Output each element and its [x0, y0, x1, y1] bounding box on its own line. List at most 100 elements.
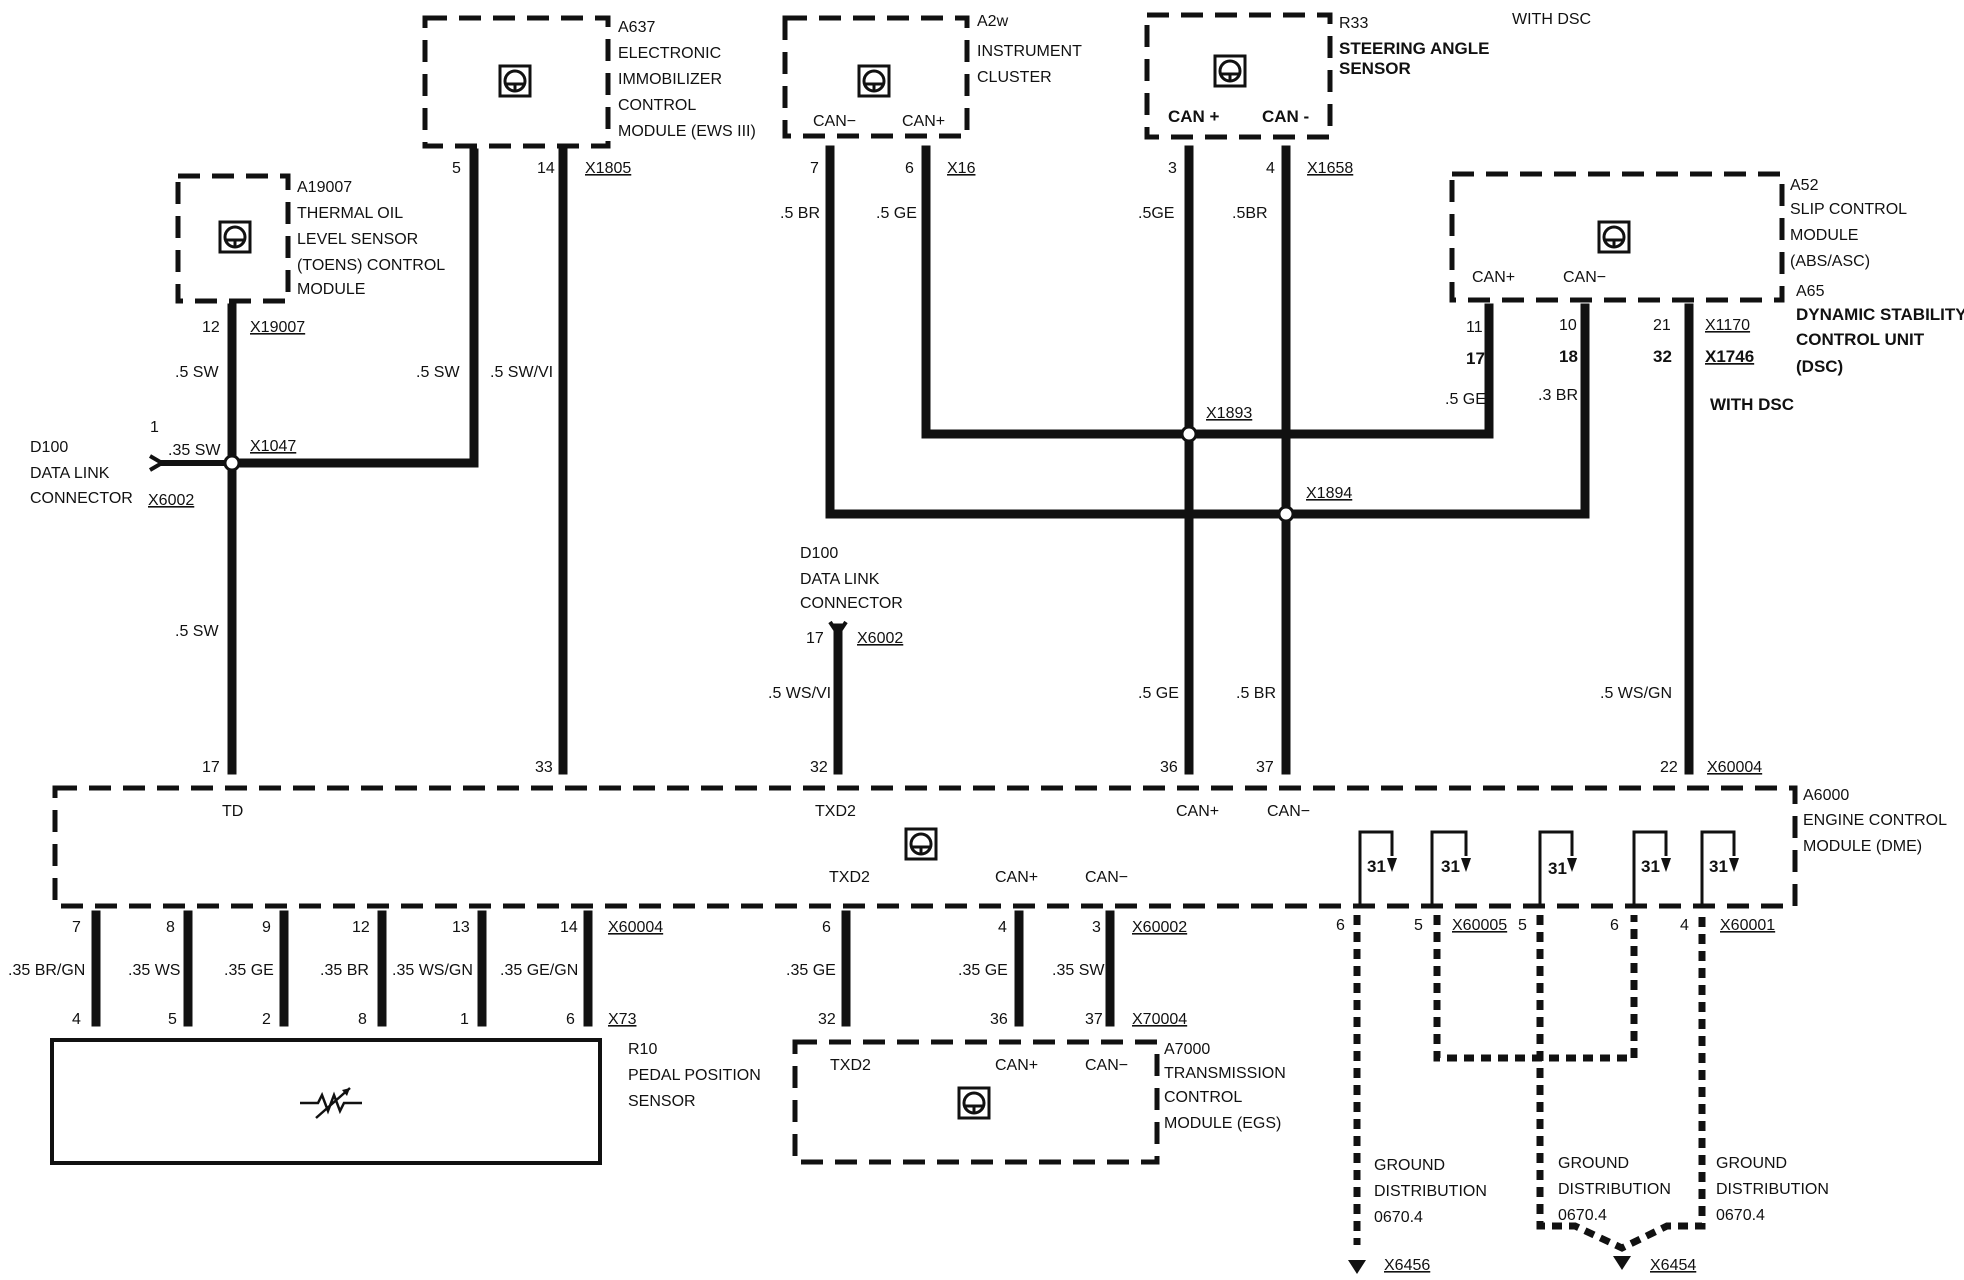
ground-pin-label: 31 — [1548, 859, 1567, 878]
can-plus-label: CAN + — [1168, 107, 1220, 126]
splice-x1894 — [1277, 505, 1295, 523]
wire-label: .5 SW — [175, 364, 219, 381]
pedal-position-sensor-box — [50, 1038, 602, 1165]
connector-label: X1805 — [585, 160, 631, 177]
connector-label: X73 — [608, 1011, 637, 1028]
a19007-line4: MODULE — [297, 281, 365, 298]
slip-control-module-box — [1449, 171, 1785, 303]
ground-stubs — [1358, 830, 1736, 905]
pin-label: 1 — [150, 419, 159, 436]
a6000-line2: MODULE (DME) — [1803, 838, 1922, 855]
pin-label: 7 — [810, 160, 819, 177]
a2w-line2: CLUSTER — [977, 69, 1052, 86]
ground-label: GROUND — [1374, 1157, 1445, 1174]
d100-line2: CONNECTOR — [800, 595, 903, 612]
pin-label: 6 — [905, 160, 914, 177]
ground-connector-label: X6454 — [1650, 1257, 1696, 1274]
pin-label: 5 — [1414, 917, 1423, 934]
a637-line2: IMMOBILIZER — [618, 71, 722, 88]
connector-label: X6002 — [857, 630, 903, 647]
a19007-line1: THERMAL OIL — [297, 205, 403, 222]
wire-label: .5 GE — [876, 205, 917, 222]
pin-label: 6 — [1610, 917, 1619, 934]
a637-line1: ELECTRONIC — [618, 45, 721, 62]
connector-label: X60002 — [1132, 919, 1187, 936]
wire-label: .5GE — [1138, 205, 1174, 222]
pin-label: 12 — [202, 319, 220, 336]
with-dsc-note: WITH DSC — [1512, 11, 1591, 28]
can-minus-label: CAN - — [1262, 107, 1309, 126]
pin-label: 2 — [262, 1011, 271, 1028]
ground-pin-label: 31 — [1367, 857, 1386, 876]
wire-label: .5 BR — [1236, 685, 1276, 702]
a6000-id: A6000 — [1803, 787, 1849, 804]
r10-line1: PEDAL POSITION — [628, 1067, 761, 1084]
pin-label: 12 — [352, 919, 370, 936]
r10-id: R10 — [628, 1041, 657, 1058]
pin-label: 36 — [990, 1011, 1008, 1028]
a19007-id: A19007 — [297, 179, 352, 196]
wire-label: .35 WS/GN — [392, 962, 473, 979]
a637-id: A637 — [618, 19, 655, 36]
dme-canminus-label: CAN− — [1085, 869, 1128, 886]
d100-line1: DATA LINK — [30, 465, 110, 482]
wire-label: .35 SW — [1052, 962, 1105, 979]
a7000-line3: MODULE (EGS) — [1164, 1115, 1281, 1132]
ground-label: 0670.4 — [1558, 1207, 1607, 1224]
control-module-icon — [218, 220, 252, 254]
pin-label: 3 — [1168, 160, 1177, 177]
potentiometer-icon — [300, 1087, 362, 1119]
dme-canplus-label: CAN+ — [995, 869, 1038, 886]
wires — [91, 145, 1706, 1252]
wire-label: .35 BR — [320, 962, 369, 979]
control-module-icon — [498, 64, 532, 98]
a19007-line3: (TOENS) CONTROL — [297, 257, 445, 274]
a637-line4: MODULE (EWS III) — [618, 123, 756, 140]
wire-label: .5 SW — [416, 364, 460, 381]
pin-label: 7 — [72, 919, 81, 936]
a52-line2: MODULE — [1790, 227, 1858, 244]
connector-label: X1170 — [1705, 317, 1750, 334]
wire-label: .5 WS/GN — [1600, 685, 1672, 702]
a7000-line1: TRANSMISSION — [1164, 1065, 1286, 1082]
a7000-canplus-label: CAN+ — [995, 1057, 1038, 1074]
pin-label: 32 — [1653, 347, 1672, 366]
thermal-oil-sensor-box — [175, 173, 291, 304]
d100-id: D100 — [800, 545, 838, 562]
connector-label: X70004 — [1132, 1011, 1187, 1028]
wire-label: .35 BR/GN — [8, 962, 85, 979]
a52-line3: (ABS/ASC) — [1790, 253, 1870, 270]
a52-line1: SLIP CONTROL — [1790, 201, 1907, 218]
a65-line2: CONTROL UNIT — [1796, 330, 1925, 349]
pin-label: 4 — [998, 919, 1007, 936]
ground-pin-label: 31 — [1441, 857, 1460, 876]
wire-label: .5 SW — [175, 623, 219, 640]
pin-label: 1 — [460, 1011, 469, 1028]
pin-label: 5 — [452, 160, 461, 177]
a2w-id: A2w — [977, 13, 1009, 30]
wire-label: .5BR — [1232, 205, 1268, 222]
ground-label: 0670.4 — [1716, 1207, 1765, 1224]
pin-label: 17 — [806, 630, 824, 647]
ground-label: DISTRIBUTION — [1716, 1181, 1829, 1198]
a2w-line1: INSTRUMENT — [977, 43, 1082, 60]
pin-label: 32 — [818, 1011, 836, 1028]
connector-label: X1746 — [1705, 347, 1754, 366]
pin-label: 33 — [535, 759, 553, 776]
pin-label: 11 — [1466, 319, 1483, 336]
d100-line1: DATA LINK — [800, 571, 880, 588]
d100-line2: CONNECTOR — [30, 490, 133, 507]
control-module-icon — [1213, 54, 1247, 88]
dme-txd2-label: TXD2 — [815, 803, 856, 820]
a65-line1: DYNAMIC STABILITY — [1796, 305, 1964, 324]
wire-label: .35 GE — [786, 962, 836, 979]
splice-label: X1893 — [1206, 405, 1252, 422]
with-dsc-note: WITH DSC — [1710, 395, 1794, 414]
pin-label: 37 — [1256, 759, 1274, 776]
r33-line1: STEERING ANGLE — [1339, 39, 1490, 58]
pin-label: 3 — [1092, 919, 1101, 936]
ground-pin-label: 31 — [1709, 857, 1728, 876]
can-minus-label: CAN− — [1563, 269, 1606, 286]
dme-txd2-label: TXD2 — [829, 869, 870, 886]
